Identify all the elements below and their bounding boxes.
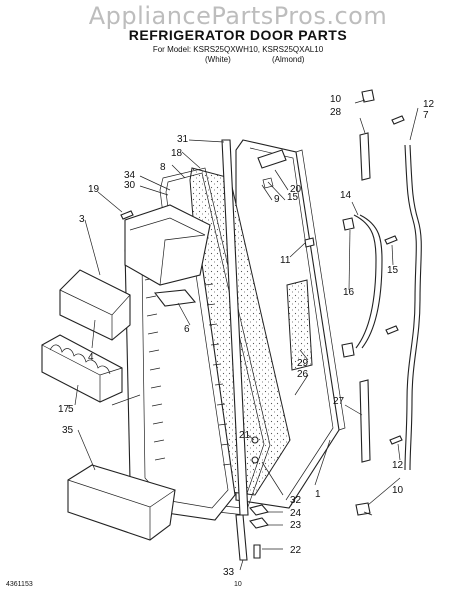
butter-bin (153, 289, 197, 307)
callout-27: 27 (333, 396, 345, 407)
callout-31: 31 (177, 134, 189, 145)
callout-21: 21 (239, 430, 251, 441)
bottom-hinge-parts (249, 436, 371, 559)
callout-10-bottom: 10 (392, 485, 404, 496)
door-handle (286, 279, 313, 371)
callout-24: 24 (290, 508, 302, 519)
callout-22: 22 (290, 545, 302, 556)
callout-15-top: 15 (287, 192, 299, 203)
callout-23: 23 (290, 520, 302, 531)
screws (120, 115, 405, 445)
callout-14: 14 (340, 190, 352, 201)
egg-tray (41, 334, 123, 403)
callout-8: 8 (160, 162, 166, 173)
callout-4: 4 (88, 352, 94, 363)
callout-labels: 1 3 4 5 6 7 8 9 10 10 11 12 12 14 15 15 … (58, 94, 435, 578)
callout-20: 20 (290, 184, 302, 195)
callout-6: 6 (184, 324, 190, 335)
color-almond: (Almond) (272, 55, 305, 64)
diagram-title: REFRIGERATOR DOOR PARTS (128, 27, 348, 43)
callout-12-top: 12 (423, 99, 435, 110)
callout-16: 16 (343, 287, 355, 298)
callout-7: 7 (423, 110, 429, 121)
callout-33: 33 (223, 567, 235, 578)
callout-34: 34 (124, 170, 136, 181)
callout-10-top: 10 (330, 94, 342, 105)
bottom-door-bin (67, 464, 176, 541)
callout-26: 26 (297, 369, 309, 380)
document-number: 4361153 (6, 581, 33, 588)
callout-30: 30 (124, 180, 136, 191)
door-trim-strip (221, 139, 249, 516)
callout-3: 3 (79, 214, 85, 225)
callout-12-bottom: 12 (392, 460, 404, 471)
callout-1: 1 (315, 489, 321, 500)
handle-trim-bar-inner (404, 144, 417, 471)
model-line: For Model: KSRS25QXWH10, KSRS25QXAL10 (152, 45, 324, 54)
dispenser-bin-top (124, 204, 211, 286)
handle-bracket (342, 217, 355, 231)
page-number: 10 (234, 581, 242, 588)
door-bin (59, 269, 131, 341)
bottom-trim-strip (235, 514, 248, 561)
callout-17: 17 (58, 404, 70, 415)
callout-18: 18 (171, 148, 183, 159)
handle-bar (353, 214, 383, 349)
callout-35: 35 (62, 425, 74, 436)
leader-lines (74, 99, 419, 571)
callout-19: 19 (88, 184, 100, 195)
callout-28: 28 (330, 107, 342, 118)
callout-15-right: 15 (387, 265, 399, 276)
handle-bracket-lower (341, 342, 355, 358)
callout-5: 5 (68, 404, 74, 415)
color-white: (White) (205, 55, 231, 64)
callout-32: 32 (290, 495, 302, 506)
callout-9: 9 (274, 194, 280, 205)
watermark: AppliancePartsPros.com (88, 2, 388, 30)
lower-hinge-bar (359, 379, 371, 463)
handle-trim-bar (409, 144, 422, 471)
callout-11: 11 (280, 255, 291, 266)
callout-29: 29 (297, 358, 309, 369)
top-hinge-parts (257, 89, 375, 189)
